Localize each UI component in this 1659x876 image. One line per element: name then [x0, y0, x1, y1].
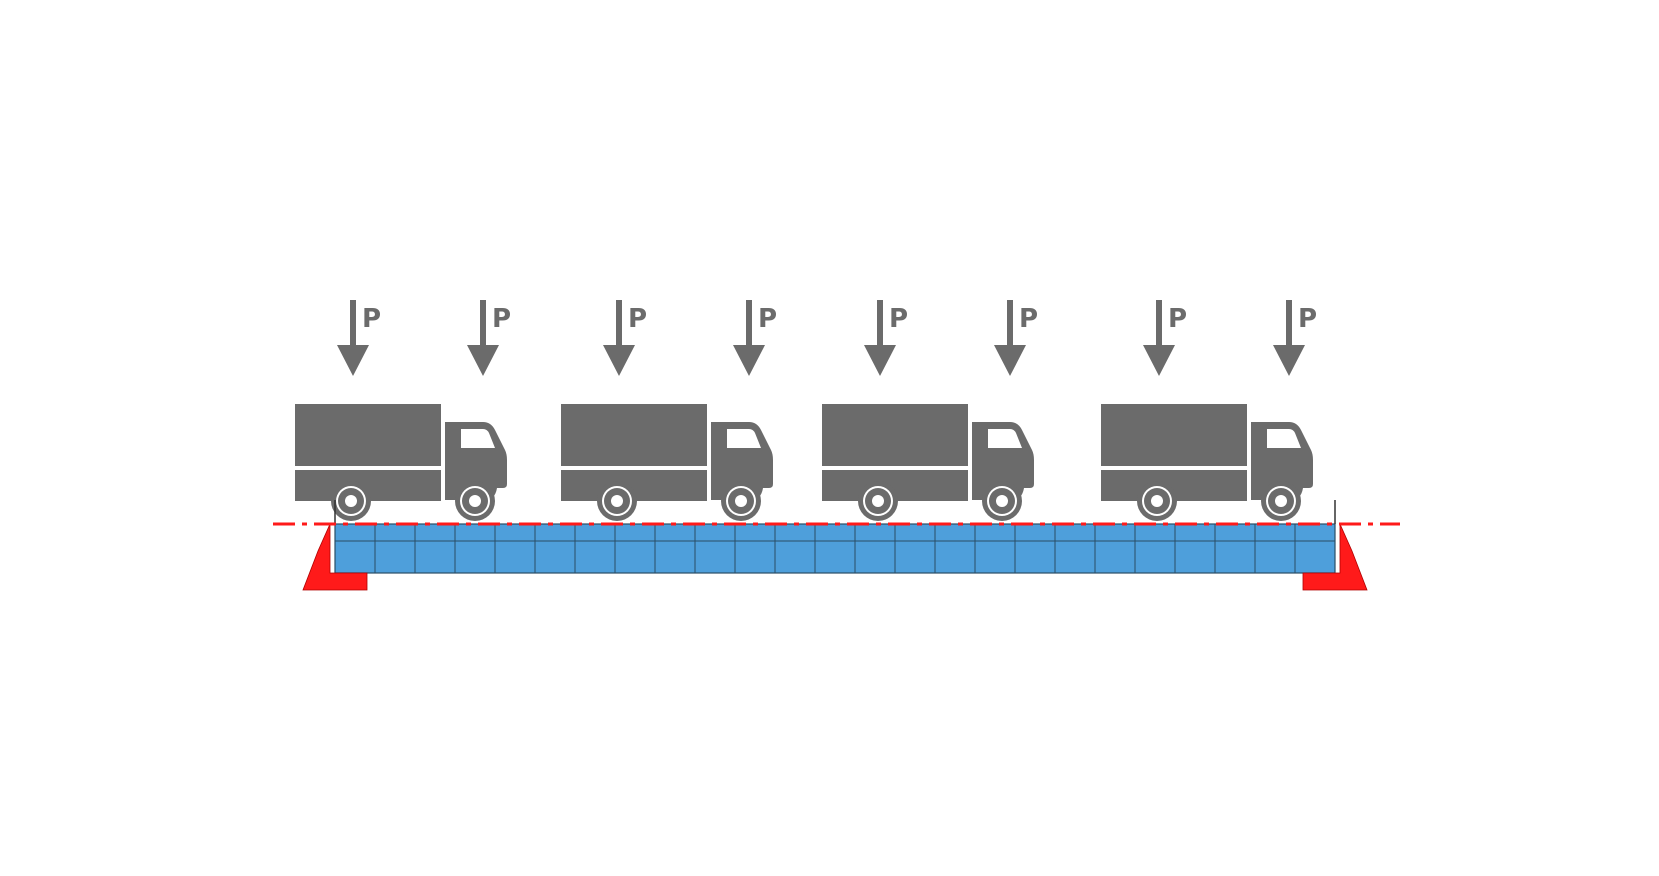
point-load: P [733, 300, 777, 376]
load-label: P [362, 304, 381, 334]
arrow-head [994, 345, 1026, 376]
load-label: P [758, 304, 777, 334]
truck-icon [561, 404, 773, 521]
load-label: P [628, 304, 647, 334]
arrow-head [337, 345, 369, 376]
point-load: P [1273, 300, 1317, 376]
truck-icon [295, 404, 507, 521]
left-support-icon [302, 523, 368, 591]
arrow-head [1143, 345, 1175, 376]
load-label: P [1019, 304, 1038, 334]
load-label: P [492, 304, 511, 334]
beam-body [334, 523, 1336, 574]
point-load: P [864, 300, 908, 376]
point-load: P [603, 300, 647, 376]
down-arrow-icon [1286, 300, 1292, 348]
load-label: P [889, 304, 908, 334]
point-load: P [1143, 300, 1187, 376]
down-arrow-icon [877, 300, 883, 348]
arrow-head [733, 345, 765, 376]
beam [334, 500, 1336, 574]
load-label: P [1298, 304, 1317, 334]
arrow-head [467, 345, 499, 376]
down-arrow-icon [1156, 300, 1162, 348]
arrow-head [603, 345, 635, 376]
down-arrow-icon [1007, 300, 1013, 348]
point-load: P [994, 300, 1038, 376]
arrow-head [1273, 345, 1305, 376]
down-arrow-icon [616, 300, 622, 348]
trucks [295, 404, 1313, 521]
right-support-icon [1302, 523, 1368, 591]
down-arrow-icon [350, 300, 356, 348]
point-load: P [337, 300, 381, 376]
truck-icon [1101, 404, 1313, 521]
point-load: P [467, 300, 511, 376]
supports [302, 523, 1368, 591]
arrow-head [864, 345, 896, 376]
load-label: P [1168, 304, 1187, 334]
down-arrow-icon [746, 300, 752, 348]
truck-icon [822, 404, 1034, 521]
down-arrow-icon [480, 300, 486, 348]
